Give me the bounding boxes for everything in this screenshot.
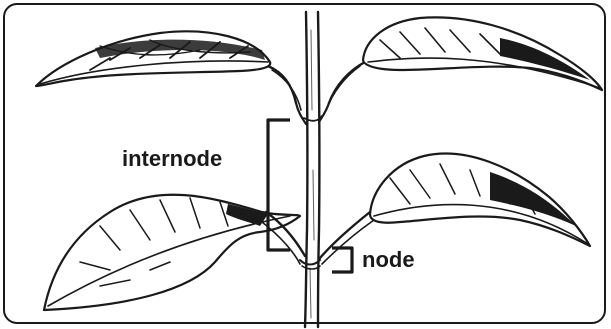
node-label: node <box>362 247 415 272</box>
lower-left-leaf <box>42 193 302 312</box>
lower-left-petiole <box>264 210 307 258</box>
upper-node <box>294 101 331 126</box>
node-bracket <box>332 246 354 274</box>
upper-right-leaf <box>361 16 604 92</box>
upper-right-petiole <box>327 60 367 105</box>
upper-left-leaf <box>34 30 272 88</box>
lower-node <box>299 259 321 270</box>
lower-right-leaf <box>368 152 592 248</box>
stem <box>303 10 321 329</box>
upper-left-petiole <box>266 64 298 105</box>
internode-bracket <box>266 118 290 252</box>
lower-right-petiole <box>318 210 372 260</box>
internode-label: internode <box>122 146 223 171</box>
